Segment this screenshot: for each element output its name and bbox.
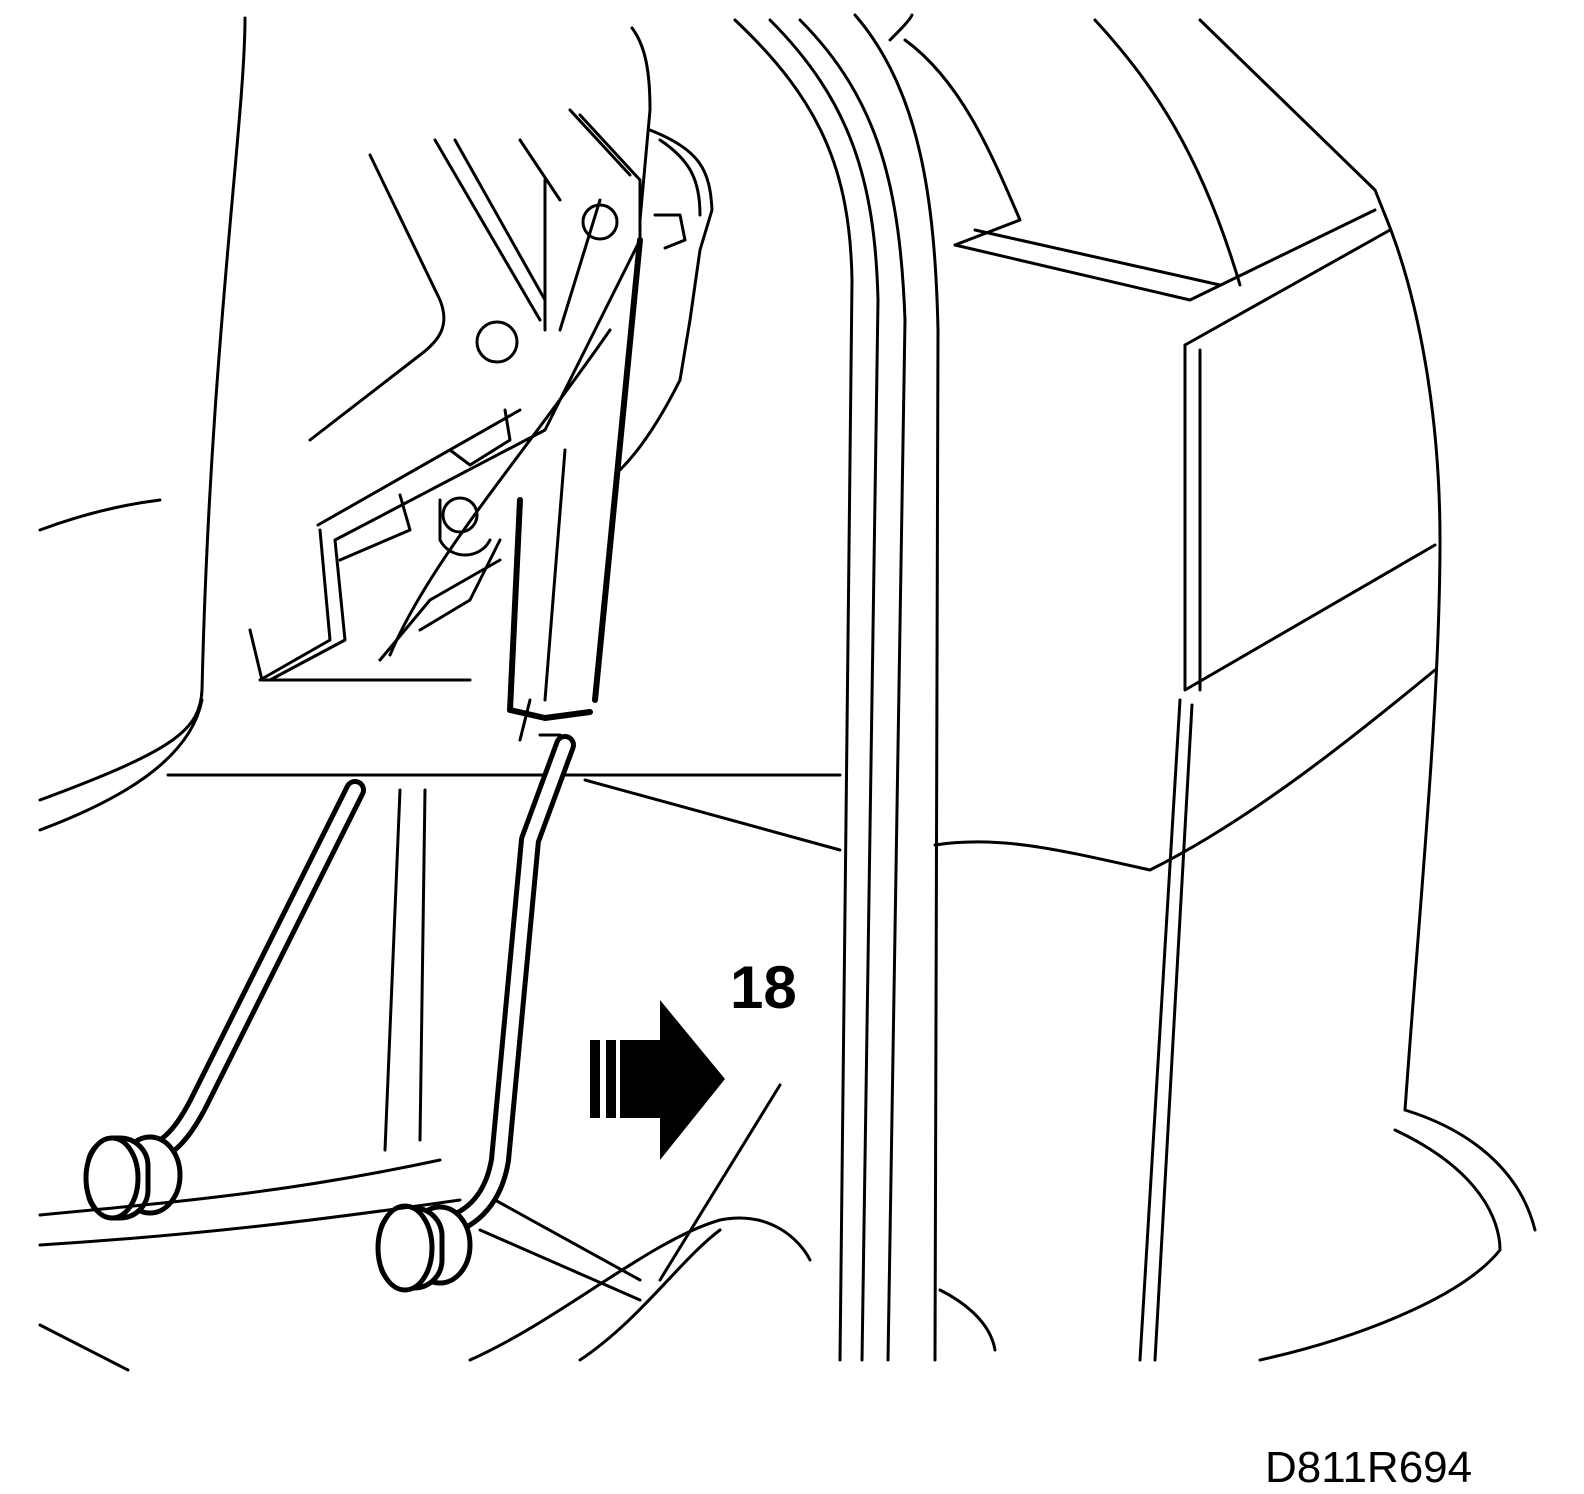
lower-frame — [38, 778, 842, 1372]
actuator-rod — [507, 237, 643, 742]
right-hose — [375, 734, 576, 1293]
latch-mechanism — [248, 26, 714, 682]
figure-id: D811R694 — [1265, 1443, 1472, 1492]
direction-arrow-icon — [590, 1000, 725, 1160]
seat-back — [903, 18, 1537, 1362]
left-hose — [83, 779, 366, 1221]
left-housing — [38, 16, 842, 832]
callout-number: 18 — [730, 954, 797, 1021]
door-seal — [733, 13, 940, 1362]
